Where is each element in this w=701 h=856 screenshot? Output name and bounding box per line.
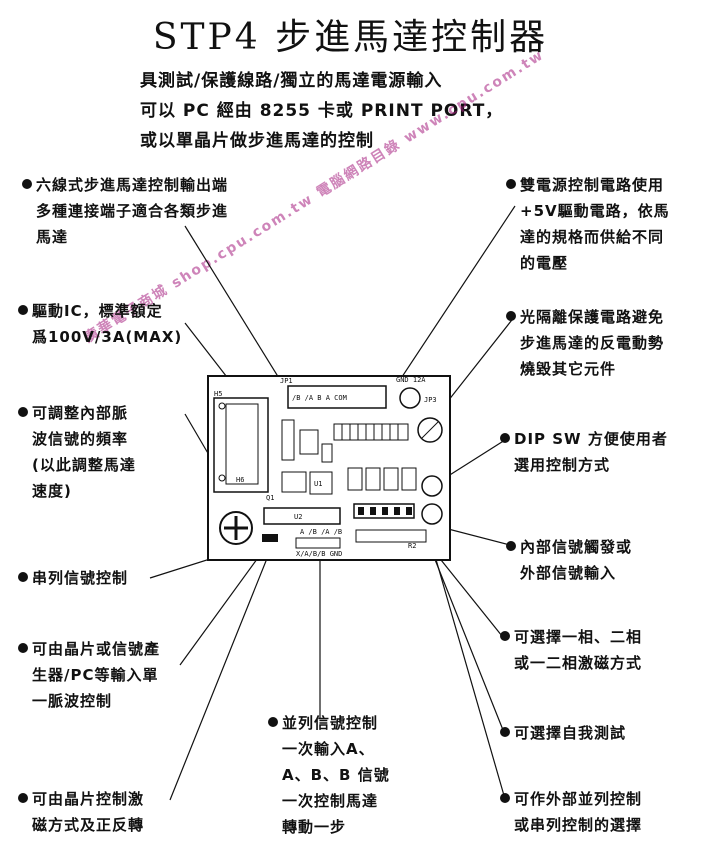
note-opto: 光隔離保護電路避免 步進馬達的反電動勢 燒毀其它元件 [506,304,664,382]
capacitor-c [321,443,333,463]
heatsink [213,397,269,493]
label-bottom-pins: X/A/B/B GND [296,550,342,558]
note-dip: DIP SW 方便使用者 選用控制方式 [500,426,668,478]
opto-couplers [347,467,417,491]
capacitor-c3 [281,471,307,493]
bullet-icon [500,433,510,443]
label-jp3: JP3 [424,396,437,404]
motor-output-connector [287,385,387,409]
bullet-icon [18,572,28,582]
subtitle-line: 可以 PC 經由 8255 卡或 PRINT PORT， [140,101,504,121]
serial-connector [262,534,278,542]
resistor-r2 [355,529,427,543]
bullet-icon [18,305,28,315]
bullet-icon [506,311,516,321]
label-h6: H6 [236,476,244,484]
pcb-board: H5 H6 /B /A B A COM JP1 GND 12A JP3 U1 [207,375,451,561]
subtitle: 具測試/保護線路/獨立的馬達電源輸入 可以 PC 經由 8255 卡或 PRIN… [140,66,503,156]
mount-hole [218,402,226,410]
ic-u2 [263,507,341,525]
mount-hole [218,474,226,482]
note-dual-power: 雙電源控制電路使用 +5V驅動電路，依馬 達的規格而供給不同 的電壓 [506,172,670,276]
note-phase: 可選擇一相、二相 或一二相激磁方式 [500,624,642,676]
dip-switch [353,503,415,519]
bullet-icon [18,793,28,803]
note-excitation: 可由晶片控制激 磁方式及正反轉 [18,786,144,838]
note-selftest: 可選擇自我測試 [500,720,626,746]
jumper-select [421,503,443,525]
small-chip [281,419,295,461]
label-jp1: JP1 [280,377,293,385]
subtitle-line: 具測試/保護線路/獨立的馬達電源輸入 [140,71,443,91]
leader-six-wire [184,225,291,397]
frequency-potentiometer [219,511,253,545]
label-u1: U1 [314,480,322,488]
leader-ext-select [434,555,506,800]
bullet-icon [18,643,28,653]
note-six-wire: 六線式步進馬達控制輸出端 多種連接端子適合各類步進 馬達 [22,172,228,250]
note-single-pulse: 可由晶片或信號產 生器/PC等輸入單 一脈波控制 [18,636,160,714]
parallel-connector [295,537,341,549]
label-gnd: GND 12A [396,376,426,384]
label-q1: Q1 [266,494,274,502]
label-bottom-pins2: A /B /A /B [300,528,342,536]
bullet-icon [500,727,510,737]
note-pulse-freq: 可調整內部脈 波信號的頻率 (以此調整馬達 速度) [18,400,136,504]
bullet-icon [500,793,510,803]
bullet-icon [506,541,516,551]
leader-dip [444,439,506,479]
electrolytic-capacitor [417,417,443,443]
bullet-icon [268,717,278,727]
bullet-icon [22,179,32,189]
label-h5: H5 [214,390,222,398]
leader-single-pulse [179,543,269,666]
note-serial: 串列信號控制 [18,565,128,591]
leader-excitation [169,545,273,801]
power-connector [399,387,421,409]
resistor-array [333,423,409,441]
label-top-pins: /B /A B A COM [292,394,347,402]
bullet-icon [500,631,510,641]
jumper-select [421,475,443,497]
subtitle-line: 或以單晶片做步進馬達的控制 [140,131,374,151]
page-title: STP4 步進馬達控制器 [152,17,549,58]
driver-ic-body [225,403,259,485]
note-ext-select: 可作外部並列控制 或串列控制的選擇 [500,786,642,838]
bullet-icon [18,407,28,417]
note-trigger: 內部信號觸發或 外部信號輸入 [506,534,632,586]
note-parallel: 並列信號控制 一次輸入A、 A、B、B 信號 一次控制馬達 轉動一步 [268,710,390,840]
label-u2: U2 [294,513,302,521]
ic-u1 [309,471,333,495]
label-r2: R2 [408,542,416,550]
note-driver-ic: 驅動IC，標準額定 爲100V/3A(MAX) [18,298,182,350]
leader-lines [149,205,516,801]
transistor-q [299,429,319,455]
bullet-icon [506,179,516,189]
leader-dual-power [391,205,516,393]
leader-selftest [431,551,506,736]
